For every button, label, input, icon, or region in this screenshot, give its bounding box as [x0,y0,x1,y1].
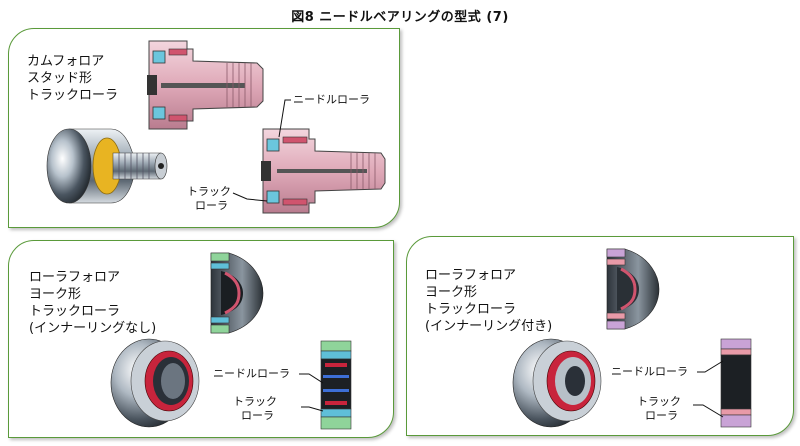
roller-half-section [210,252,264,334]
panel-title: ローラフォロア ヨーク形 トラックローラ (インナーリング付き) [425,267,552,335]
panel-cam-follower: カムフォロア スタッド形 トラックローラ [8,28,400,228]
label-track-roller-line2: ローラ [195,199,228,212]
panel-title-line: トラックローラ [425,302,517,317]
roller-3d [512,338,602,428]
roller-side-section [320,340,352,430]
leader-lines [693,360,724,418]
panel-roller-follower-no-inner: ローラフォロア ヨーク形 トラックローラ (インナーリングなし) [8,240,394,438]
panel-title-line: トラックローラ [29,304,121,319]
panel-title-line: トラックローラ [27,88,119,103]
panel-title: ローラフォロア ヨーク形 トラックローラ (インナーリングなし) [29,269,156,337]
label-needle-roller: ニードルローラ [611,365,688,378]
panel-title-line: ローラフォロア [425,268,517,283]
cam-follower-section-bottom [261,128,386,214]
panel-title: カムフォロア スタッド形 トラックローラ [27,53,118,104]
panel-title-line: ヨーク形 [425,285,478,300]
cam-follower-section-top [147,40,264,130]
panel-title-line: カムフォロア [27,54,105,69]
label-needle-roller: ニードルローラ [293,93,370,106]
roller-half-section [606,248,660,330]
panel-title-line: (インナーリングなし) [29,321,157,336]
label-track-roller-line2: ローラ [645,409,678,422]
figure-title: 図8 ニードルベアリングの型式 (7) [291,10,509,25]
label-track-roller-line1: トラック [233,395,277,408]
panel-title-line: スタッド形 [27,71,93,86]
panel-title-line: ローラフォロア [29,270,121,285]
label-track-roller-line1: トラック [637,395,681,408]
panel-title-line: ヨーク形 [29,287,82,302]
label-track-roller-line1: トラック [187,185,231,198]
leader-lines [299,373,324,412]
panel-title-line: (インナーリング付き) [425,319,553,334]
cam-follower-3d [46,128,168,204]
panel-roller-follower-with-inner: ローラフォロア ヨーク形 トラックローラ (インナーリング付き) [406,236,794,436]
leader-lines [232,99,291,202]
label-needle-roller: ニードルローラ [213,367,290,380]
label-track-roller-line2: ローラ [241,409,274,422]
roller-3d [110,338,200,428]
roller-side-section [720,338,752,428]
